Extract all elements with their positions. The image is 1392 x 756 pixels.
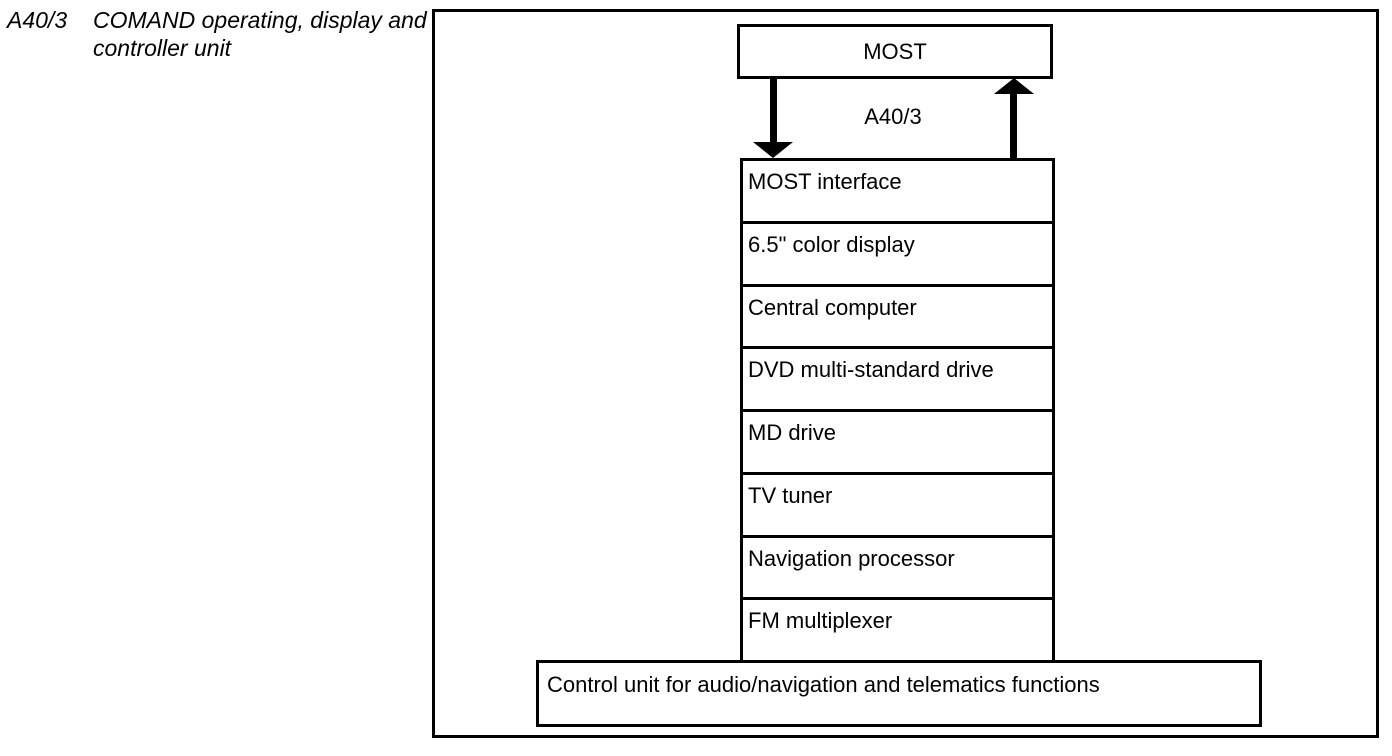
module-row-central-computer: Central computer — [743, 287, 1052, 350]
up-arrow-shaft — [1010, 94, 1017, 158]
legend-ref: A40/3 — [7, 7, 68, 33]
most-bus-label: MOST — [863, 38, 927, 64]
module-row-color-display: 6.5" color display — [743, 224, 1052, 287]
module-row-fm-multiplexer: FM multiplexer — [748, 608, 893, 634]
legend-description: COMAND operating, display and controller… — [93, 7, 427, 61]
module-row-md-drive: MD drive — [743, 412, 1052, 475]
up-arrow-icon — [994, 78, 1034, 94]
module-row-most-interface: MOST interface — [743, 161, 1052, 224]
unit-ref-label: A40/3 — [864, 104, 922, 129]
module-row-tv-tuner: TV tuner — [743, 475, 1052, 538]
module-row-navigation-processor: Navigation processor — [743, 538, 1052, 601]
control-unit-box: Control unit for audio/navigation and te… — [536, 660, 1262, 727]
down-arrow-shaft — [770, 78, 777, 142]
module-stack: MOST interface 6.5" color display Centra… — [740, 158, 1055, 660]
legend: A40/3 COMAND operating, display and cont… — [7, 6, 438, 62]
down-arrow-icon — [753, 142, 793, 158]
control-unit-label: Control unit for audio/navigation and te… — [547, 672, 1100, 697]
module-row-dvd-drive: DVD multi-standard drive — [743, 349, 1052, 412]
most-bus-box: MOST — [737, 24, 1053, 79]
